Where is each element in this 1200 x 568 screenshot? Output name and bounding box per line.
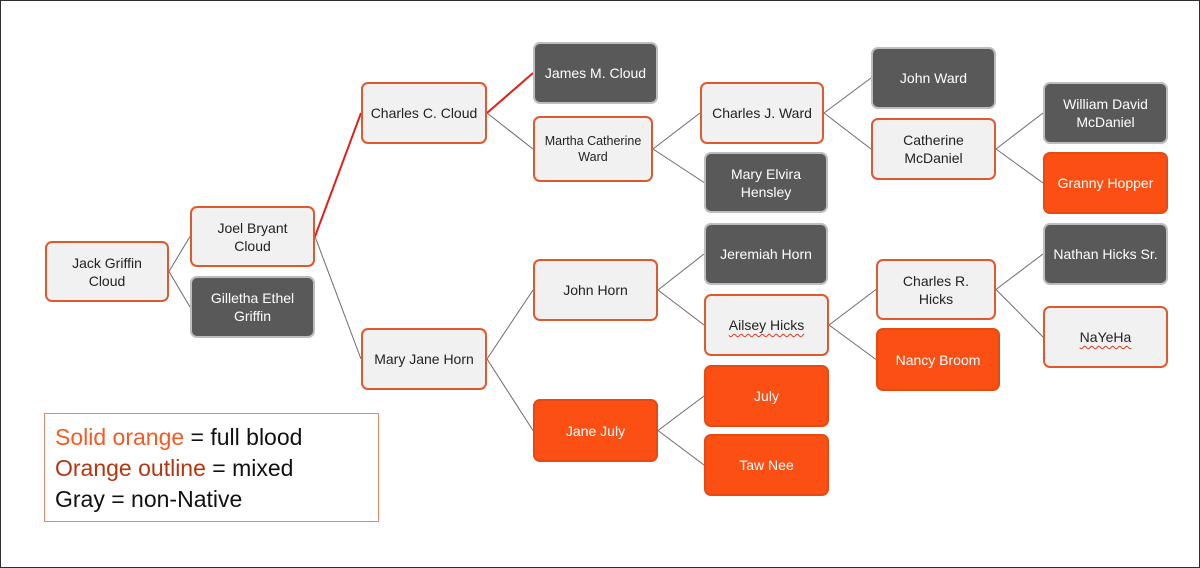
connector-ailsey_hicks-to-charles_r_hicks	[828, 289, 877, 326]
connector-mary_jane_horn-to-john_horn	[486, 289, 534, 360]
connector-charles_j_ward-to-john_ward	[823, 77, 872, 114]
connector-jack_griffin_cloud-to-joel_bryant_cloud	[168, 236, 191, 272]
person-ailsey-hicks: Ailsey Hicks	[704, 294, 829, 356]
person-charles-r-hicks: Charles R. Hicks	[876, 259, 996, 320]
connector-joel_bryant_cloud-to-mary_jane_horn	[314, 236, 362, 360]
person-charles-c-cloud: Charles C. Cloud	[361, 82, 487, 144]
legend-full-blood: Solid orange = full blood	[55, 422, 368, 453]
person-jeremiah-horn: Jeremiah Horn	[704, 223, 828, 285]
connector-charles_r_hicks-to-nathan_hicks_sr	[995, 253, 1044, 290]
person-jane-july: Jane July	[533, 399, 658, 462]
connector-charles_r_hicks-to-nayeha	[995, 289, 1044, 338]
person-jack-griffin-cloud: Jack Griffin Cloud	[45, 241, 169, 302]
connector-ailsey_hicks-to-nancy_broom	[828, 324, 877, 360]
connector-mary_jane_horn-to-jane_july	[486, 358, 534, 431]
connector-charles_c_cloud-to-martha_catherine_ward	[486, 112, 534, 150]
person-charles-j-ward: Charles J. Ward	[700, 82, 824, 144]
legend-outline-desc: = mixed	[205, 455, 294, 481]
person-john-horn: John Horn	[533, 259, 658, 321]
person-nayeha: NaYeHa	[1043, 306, 1168, 368]
person-james-m-cloud: James M. Cloud	[533, 42, 658, 104]
person-william-david-mcdaniel: William David McDaniel	[1043, 82, 1168, 144]
connector-john_horn-to-jeremiah_horn	[657, 253, 705, 291]
person-john-ward: John Ward	[871, 47, 996, 109]
person-martha-catherine-ward: Martha Catherine Ward	[533, 116, 653, 182]
connector-jack_griffin_cloud-to-gilletha_ethel_griffin	[168, 271, 191, 308]
person-gilletha-ethel-griffin: Gilletha Ethel Griffin	[190, 276, 315, 338]
legend-solid-key: Solid orange	[55, 424, 185, 450]
person-granny-hopper: Granny Hopper	[1043, 152, 1168, 214]
legend: Solid orange = full blood Orange outline…	[44, 413, 379, 522]
connector-martha_catherine_ward-to-charles_j_ward	[652, 112, 701, 150]
connector-catherine_mcdaniel-to-granny_hopper	[995, 148, 1044, 184]
connector-martha_catherine_ward-to-mary_elvira_hensley	[652, 148, 705, 183]
connector-charles_j_ward-to-catherine_mcdaniel	[823, 112, 872, 150]
person-joel-bryant-cloud: Joel Bryant Cloud	[190, 206, 315, 267]
connector-jane_july-to-taw_nee	[657, 430, 705, 466]
connector-john_horn-to-ailsey_hicks	[657, 289, 705, 326]
person-july: July	[704, 365, 829, 427]
legend-solid-desc: = full blood	[184, 424, 303, 450]
person-nathan-hicks-sr: Nathan Hicks Sr.	[1043, 223, 1168, 285]
person-catherine-mcdaniel: Catherine McDaniel	[871, 118, 996, 180]
person-mary-elvira-hensley: Mary Elvira Hensley	[704, 152, 828, 213]
person-taw-nee: Taw Nee	[704, 434, 829, 496]
legend-mixed: Orange outline = mixed	[55, 453, 368, 484]
connector-jane_july-to-july	[657, 395, 705, 431]
connector-joel_bryant_cloud-to-charles_c_cloud	[314, 112, 362, 237]
person-nancy-broom: Nancy Broom	[876, 328, 1000, 391]
person-mary-jane-horn: Mary Jane Horn	[361, 328, 487, 390]
connector-charles_c_cloud-to-james_m_cloud	[486, 72, 534, 114]
legend-outline-key: Orange outline	[55, 455, 206, 481]
legend-non-native: Gray = non-Native	[55, 486, 243, 512]
connector-catherine_mcdaniel-to-william_david_mcdaniel	[995, 112, 1044, 150]
